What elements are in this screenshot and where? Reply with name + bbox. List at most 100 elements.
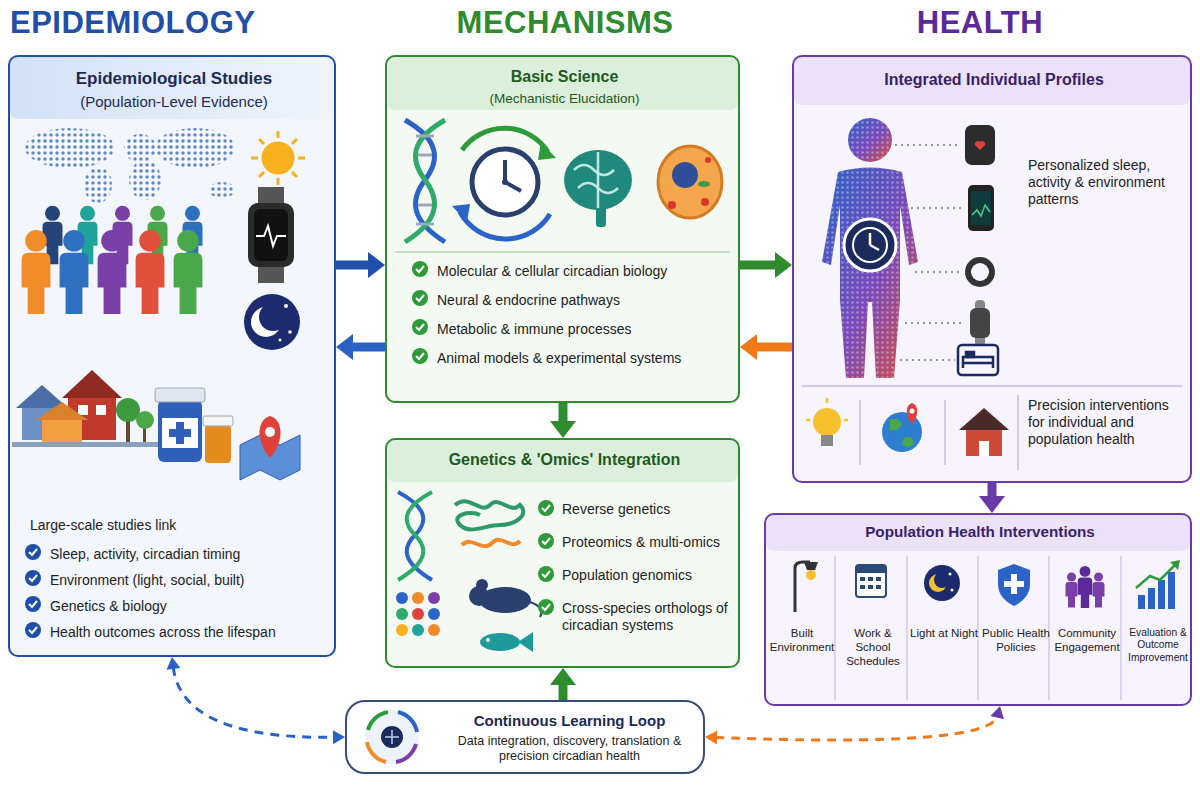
cell-text: Public Health Policies xyxy=(982,627,1050,655)
panel-box: Population Health InterventionsBuilt Env… xyxy=(764,513,1192,706)
loop-icon xyxy=(381,726,403,748)
panel-box: Epidemiological Studies(Population-Level… xyxy=(8,55,336,657)
divider-line xyxy=(395,251,730,253)
cell-text: Community Engagement xyxy=(1053,627,1121,655)
loop-icon xyxy=(365,710,419,764)
human-figure xyxy=(822,118,918,378)
connector-arrow xyxy=(336,252,385,278)
human-figure xyxy=(870,245,879,250)
people-group xyxy=(60,230,89,314)
molecule-dots xyxy=(396,624,408,636)
connector-line xyxy=(715,716,998,740)
brain-icon xyxy=(574,152,618,208)
street-lamp-icon xyxy=(806,570,816,580)
shield-icon xyxy=(998,564,1030,606)
check-icon xyxy=(412,290,428,306)
cell-icon xyxy=(668,201,676,209)
night-icon xyxy=(951,589,954,592)
dna-icon xyxy=(405,120,445,242)
clock-icon xyxy=(538,142,556,160)
protein-icon xyxy=(455,501,523,546)
street-lamp-icon xyxy=(804,562,818,570)
connector-arrow xyxy=(336,334,385,360)
brain-icon xyxy=(564,150,632,210)
houses-icon xyxy=(42,418,82,444)
wearable-watch xyxy=(965,125,995,165)
street-lamp-icon xyxy=(795,562,818,612)
dna-icon xyxy=(416,135,434,138)
leader-line xyxy=(895,145,965,360)
connector-line xyxy=(336,261,370,270)
globe-icon xyxy=(890,419,914,447)
sun-icon xyxy=(277,131,280,138)
calendar-icon xyxy=(860,577,865,581)
connector-line xyxy=(559,403,568,423)
loop-icon xyxy=(367,712,417,762)
arrow-head xyxy=(990,706,1004,719)
loop-icon xyxy=(368,712,388,730)
world-map xyxy=(25,128,235,203)
bulb-icon xyxy=(806,398,848,446)
connector-arrow xyxy=(740,252,792,278)
dna-icon xyxy=(405,120,445,242)
protein-icon xyxy=(455,501,523,529)
panel-fill xyxy=(792,55,1192,483)
loop-icon xyxy=(391,730,393,744)
molecule-dots xyxy=(396,592,440,636)
brain-icon xyxy=(564,150,632,227)
medication-icon xyxy=(155,388,205,402)
night-icon xyxy=(934,572,950,588)
calendar-icon xyxy=(868,585,873,589)
calendar-icon xyxy=(860,585,865,589)
loop-text: Data integration, discovery, translation… xyxy=(442,734,697,764)
moon-icon xyxy=(284,304,288,308)
list-item: Health outcomes across the lifespan xyxy=(50,624,330,641)
list-item: Environment (light, social, built) xyxy=(50,572,330,589)
connector-line xyxy=(559,683,568,700)
community-icon xyxy=(1078,566,1092,608)
molecule-dots xyxy=(396,608,408,620)
human-figure xyxy=(844,219,896,271)
body-text: Personalized sleep, activity & environme… xyxy=(1028,157,1186,207)
world-map xyxy=(25,128,115,168)
moon-icon xyxy=(244,294,300,350)
bed-icon xyxy=(958,345,998,375)
cell-icon xyxy=(698,181,710,187)
dna-icon xyxy=(398,492,432,580)
sun-icon xyxy=(251,131,305,185)
cell-text: Light at Night xyxy=(910,627,978,641)
divider-line xyxy=(859,400,861,465)
panel-fill xyxy=(10,57,334,119)
bed-icon xyxy=(966,352,974,357)
list-item: Proteomics & multi-omics xyxy=(562,534,737,551)
community-icon xyxy=(1093,573,1105,608)
house-icon xyxy=(959,408,1009,456)
map-pin-icon xyxy=(265,427,275,437)
phone-icon xyxy=(971,191,991,225)
loop-icon xyxy=(396,744,416,762)
dna-icon xyxy=(416,136,434,224)
fish-icon xyxy=(480,632,533,652)
cell-icon xyxy=(705,157,711,163)
night-icon xyxy=(924,565,960,601)
check-icon xyxy=(538,599,554,615)
bulb-icon xyxy=(826,398,829,403)
panel-title: Population Health Interventions xyxy=(766,523,1194,541)
medication-icon xyxy=(203,416,233,426)
ring-icon xyxy=(968,260,992,284)
brain-icon xyxy=(597,152,600,208)
connector-line xyxy=(755,343,792,352)
moon-icon xyxy=(259,303,287,331)
panel-fill xyxy=(8,55,1192,774)
dna-icon xyxy=(418,154,432,157)
human-figure xyxy=(853,228,887,262)
houses-icon xyxy=(36,402,88,420)
panel-title: Integrated Individual Profiles xyxy=(794,70,1194,89)
people-group xyxy=(136,230,165,314)
fish-icon xyxy=(486,638,490,642)
check-icon xyxy=(412,348,428,364)
list-item: Cross-species orthologs of circadian sys… xyxy=(562,600,737,634)
wearable-watch xyxy=(975,141,985,150)
